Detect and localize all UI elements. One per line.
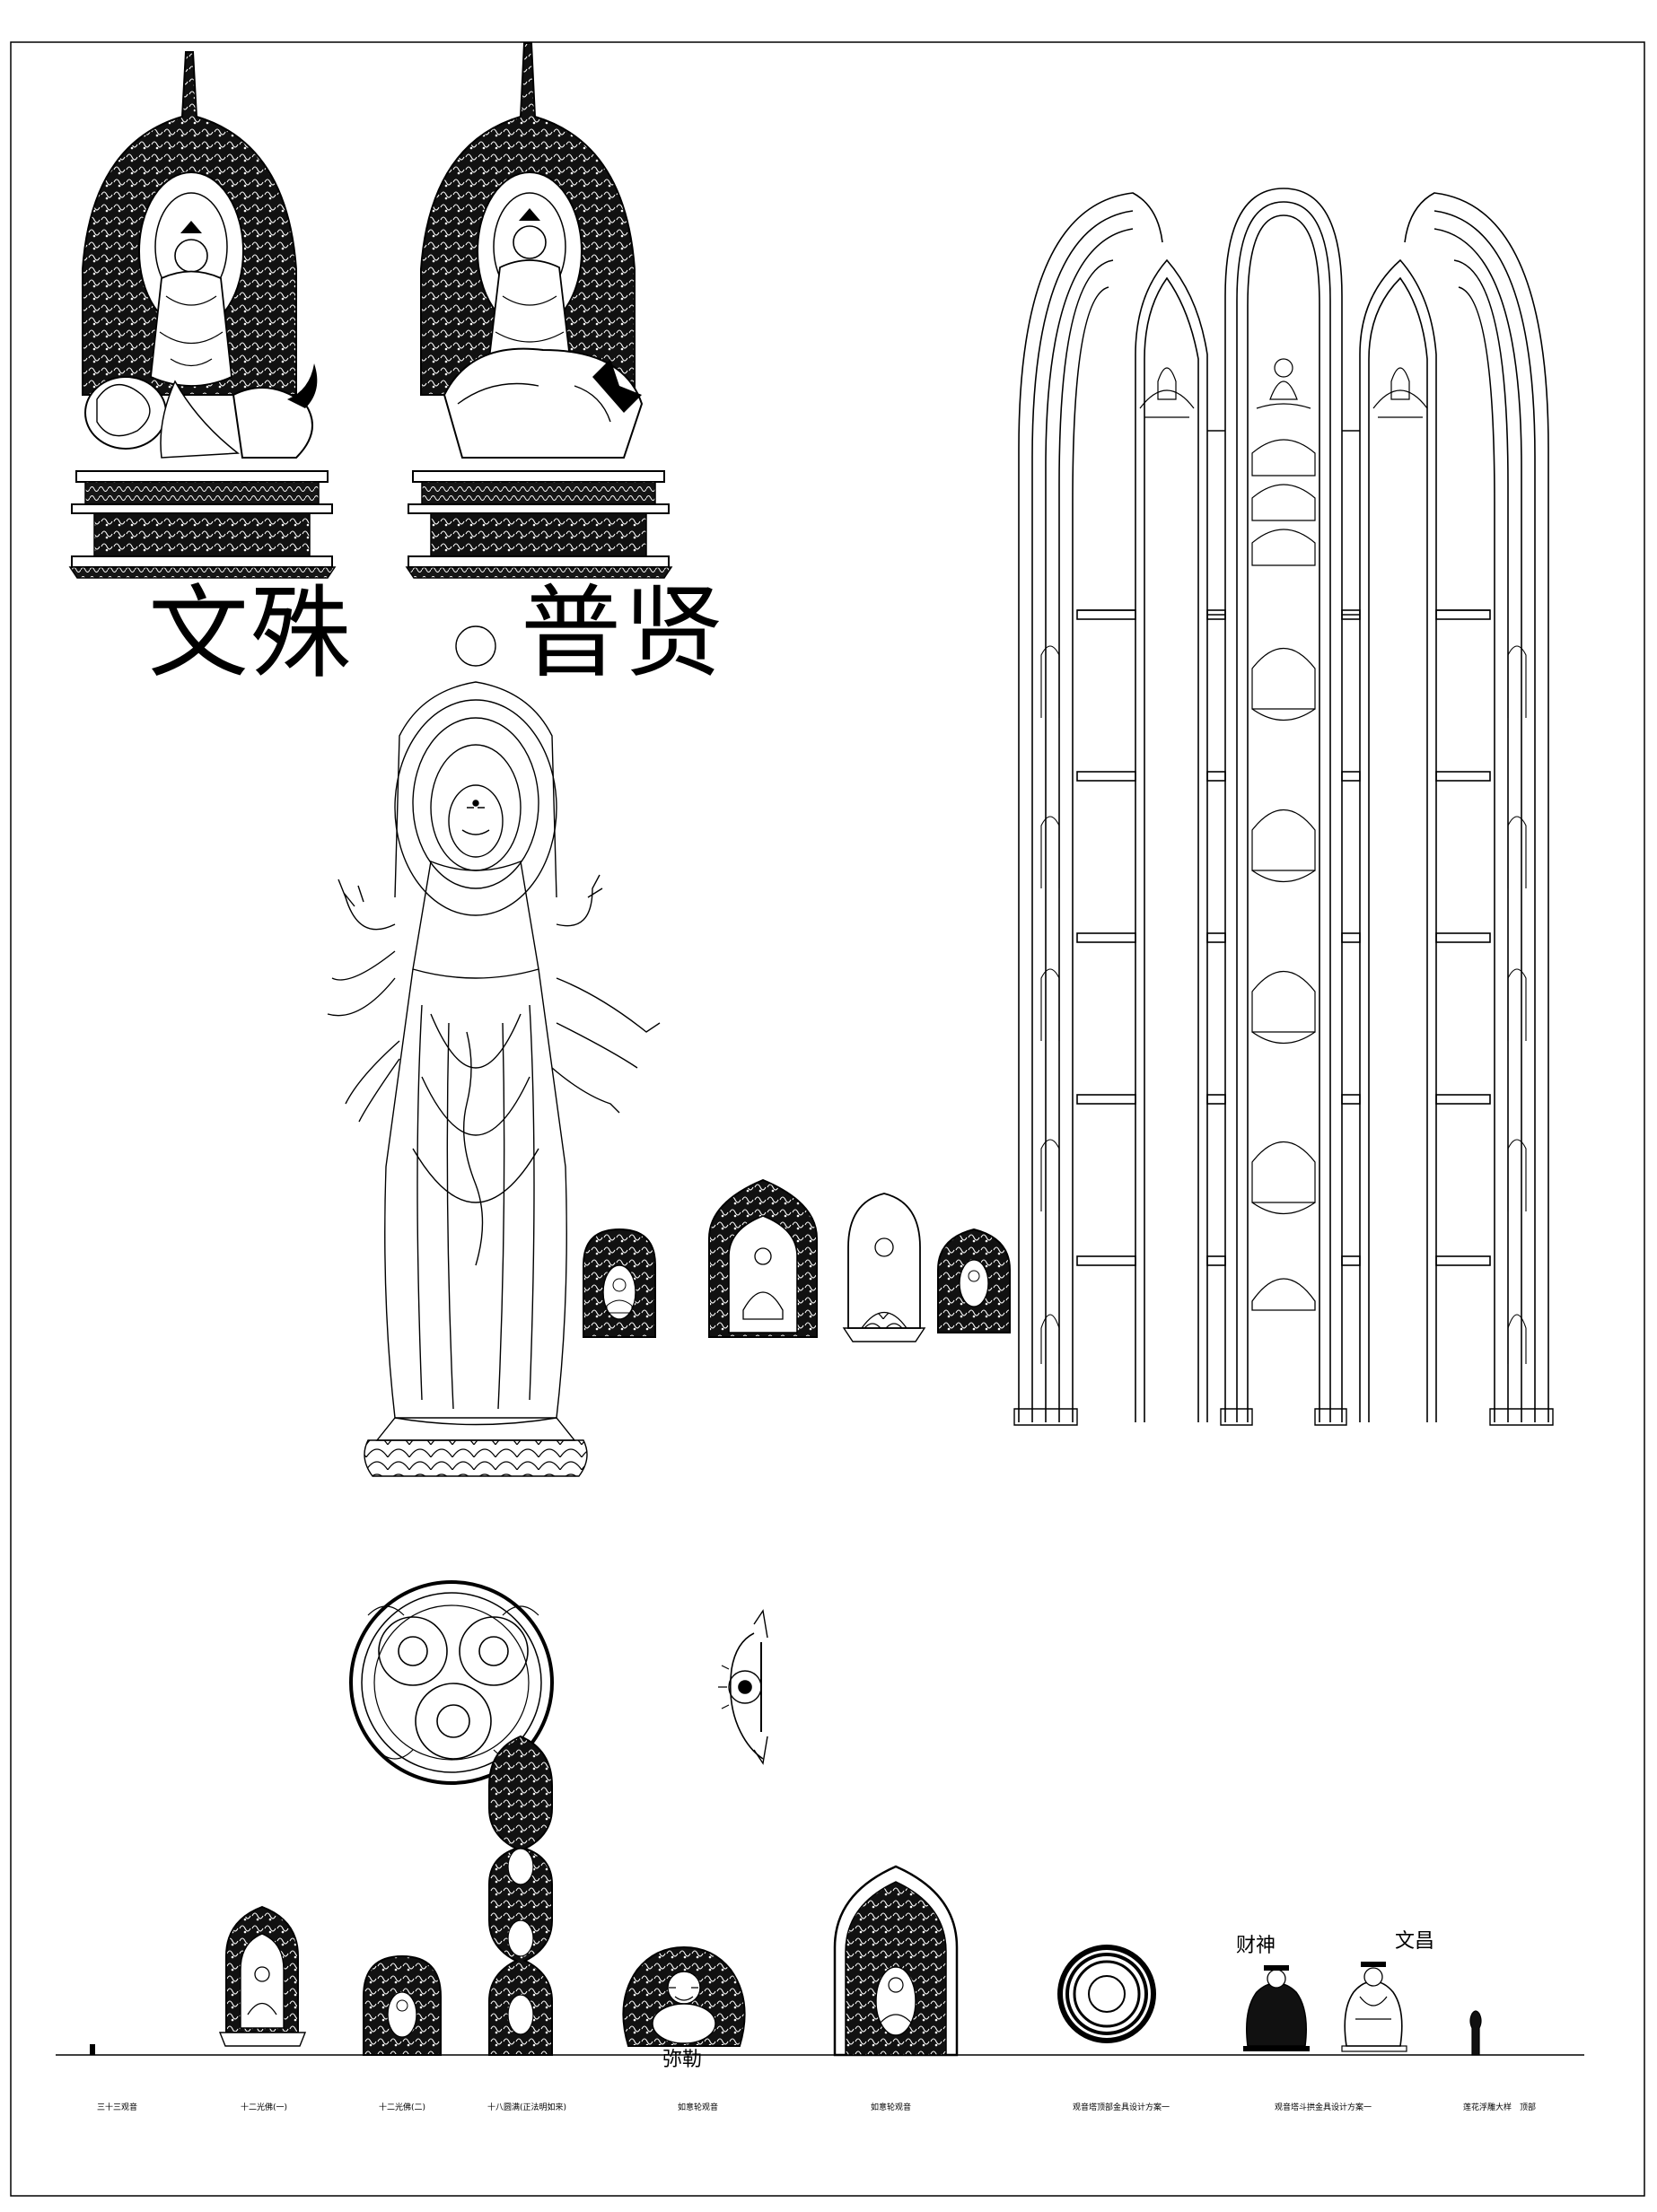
twelve-light-buddha-1 — [218, 1905, 307, 2047]
small-niches-row — [583, 1178, 1011, 1342]
samantabhadra-statue — [405, 42, 673, 579]
lotus-relief-small-figure — [1469, 2010, 1482, 2056]
caption-twelve-light-2: 十二光佛(二) — [379, 2103, 426, 2112]
mile-label: 弥勒 — [662, 2049, 703, 2071]
puxian-label: 普贤 — [521, 575, 725, 692]
guanyin-tower-elevation — [1013, 188, 1554, 1426]
caption-twelve-light-1: 十二光佛(一) — [241, 2103, 288, 2112]
caption-eighteen-perfections: 十八圆满(正法明如来) — [487, 2103, 567, 2112]
eighteen-perfections-buddha — [488, 1735, 553, 2056]
caption-tower-bracket-fitting: 观音塔斗拱金具设计方案一 — [1275, 2103, 1372, 2112]
wenshu-label: 文殊 — [148, 575, 353, 692]
manjushri-statue — [68, 51, 337, 579]
caption-cintamani-guanyin-2: 如意轮观音 — [871, 2103, 912, 2112]
caption-lotus-relief: 莲花浮雕大样 顶部 — [1463, 2103, 1537, 2112]
maitreya-statue — [622, 1945, 746, 2047]
wenchang-figure — [1341, 1962, 1407, 2052]
lotus-relief-medallion — [349, 1580, 554, 1785]
wenchang-label: 文昌 — [1395, 1930, 1435, 1953]
cintamani-guanyin-niche — [833, 1865, 959, 2057]
guanyin-33-marker — [90, 2044, 95, 2055]
caption-guanyin-33: 三十三观音 — [97, 2103, 138, 2112]
tower-top-ring-fitting — [1057, 1945, 1156, 2043]
caishen-label: 财神 — [1236, 1935, 1276, 1957]
caption-cintamani-guanyin-1: 如意轮观音 — [678, 2103, 719, 2112]
caishen-figure — [1243, 1965, 1310, 2051]
caption-tower-top-fitting: 观音塔顶部金具设计方案一 — [1073, 2103, 1170, 2112]
sheet-border — [10, 41, 1645, 2197]
bracket-fitting-side-view — [718, 1609, 768, 1765]
standing-guanyin-statue — [327, 625, 661, 1477]
twelve-light-buddha-2 — [363, 1954, 442, 2056]
